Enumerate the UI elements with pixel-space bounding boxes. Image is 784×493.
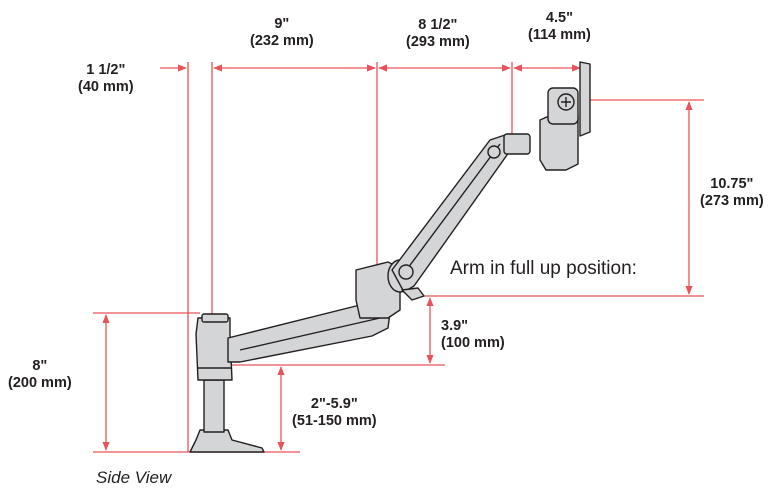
tension-knob	[401, 287, 425, 301]
upper-arm-groove	[401, 143, 501, 277]
upper-arm-pivot-high	[487, 145, 501, 159]
dim-clamp-imperial: 2"-5.9"	[310, 396, 358, 412]
dim-8-metric: (200 mm)	[8, 375, 72, 391]
dim-3-9-imperial: 3.9"	[441, 318, 469, 334]
pole-cap	[201, 313, 229, 323]
dim-clamp-metric: (51-150 mm)	[292, 413, 377, 429]
tilt-knob-cross	[561, 97, 571, 107]
dim-8-imperial: 8"	[32, 358, 48, 374]
dim-clamp-label: 2"-5.9" (51-150 mm)	[292, 396, 377, 430]
dim-4-5-imperial: 4.5"	[545, 10, 573, 26]
upper-arm-pivot-low	[398, 264, 414, 280]
dim-9-metric: (232 mm)	[250, 33, 314, 49]
dim-1-5-label: 1 1/2" (40 mm)	[78, 62, 134, 96]
lower-arm-groove	[239, 317, 381, 351]
dim-10-75-metric: (273 mm)	[700, 193, 764, 209]
pole	[203, 379, 225, 433]
dim-1-5-metric: (40 mm)	[78, 79, 134, 95]
head-joint	[503, 133, 531, 155]
dim-1-5-imperial: 1 1/2"	[86, 62, 126, 78]
dim-8-5-metric: (293 mm)	[406, 34, 470, 50]
dim-8-5-label: 8 1/2" (293 mm)	[406, 17, 470, 51]
monitor-arm	[189, 61, 591, 453]
pole-collar	[195, 317, 233, 381]
vesa-plate	[579, 61, 591, 137]
dim-10-75-imperial: 10.75"	[710, 176, 754, 192]
full-up-caption: Arm in full up position:	[450, 258, 637, 279]
dim-3-9-metric: (100 mm)	[441, 335, 505, 351]
dim-9-imperial: 9"	[274, 16, 290, 32]
dim-4-5-label: 4.5" (114 mm)	[528, 10, 591, 44]
dim-3-9-label: 3.9" (100 mm)	[441, 318, 505, 352]
dim-9-label: 9" (232 mm)	[250, 16, 314, 50]
dim-8-label: 8" (200 mm)	[8, 358, 72, 392]
clamp-base	[189, 429, 265, 453]
dimension-lines	[93, 62, 704, 453]
side-view-caption: Side View	[96, 468, 172, 487]
dim-4-5-metric: (114 mm)	[528, 27, 591, 43]
dim-8-5-imperial: 8 1/2"	[418, 17, 458, 33]
dim-10-75-label: 10.75" (273 mm)	[700, 176, 764, 210]
